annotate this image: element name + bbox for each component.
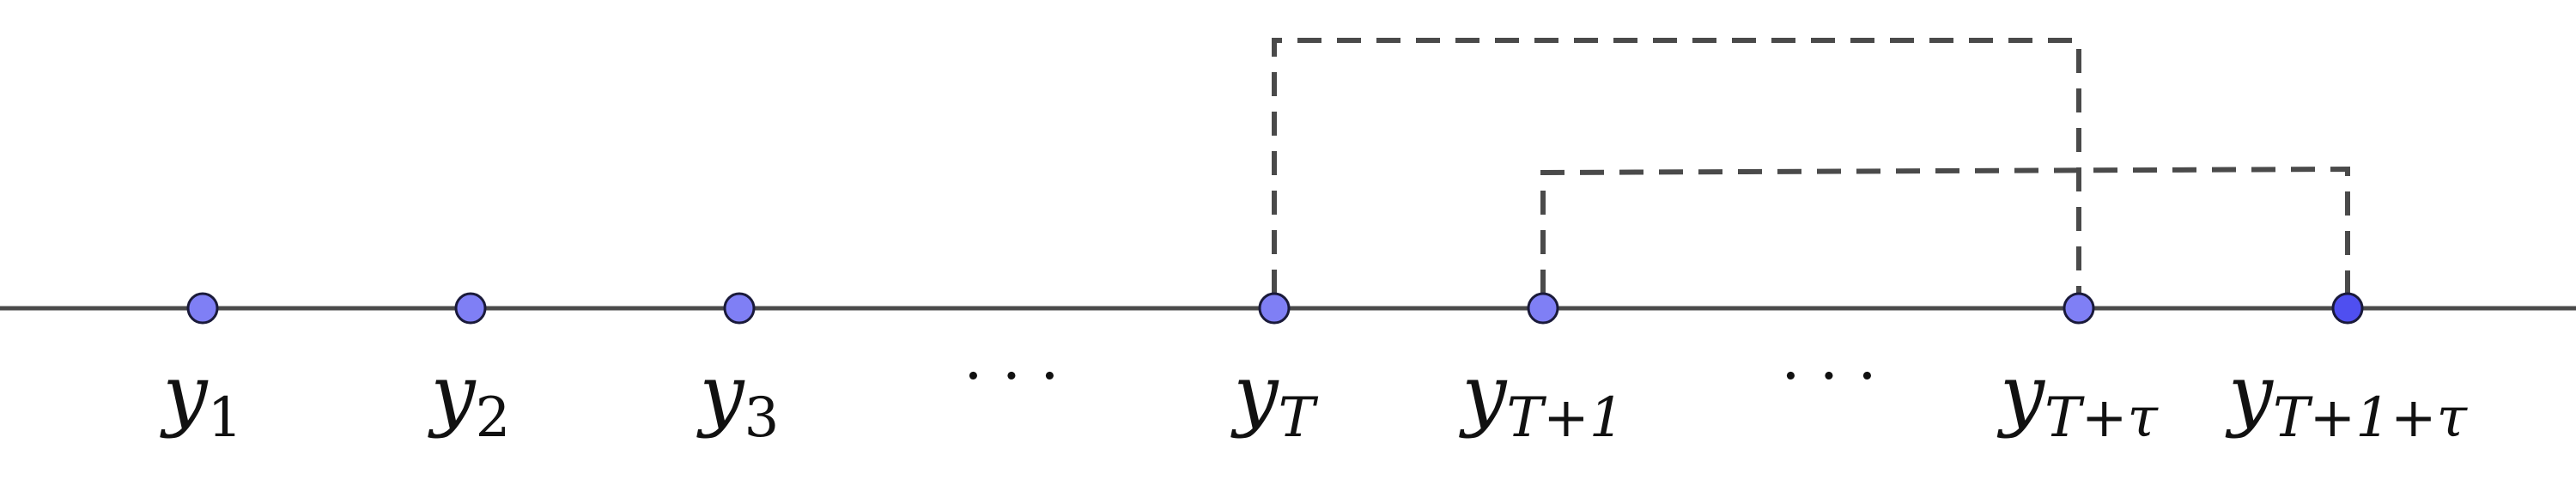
label-y1: y1 xyxy=(160,348,243,450)
label-subscript: T+1 xyxy=(1506,386,1624,450)
point-yT xyxy=(1258,292,1291,325)
dependency-brackets xyxy=(1272,38,2350,294)
dependency-bracket-yT-yTtau xyxy=(1272,38,2081,294)
label-var: y xyxy=(1230,348,1279,440)
label-var: y xyxy=(696,348,745,440)
dependency-bracket-yT1-yT1tau xyxy=(1540,166,2350,294)
sequence-points xyxy=(186,292,2364,325)
label-subscript: 1 xyxy=(208,386,243,450)
point-yT1 xyxy=(1527,292,1559,325)
label-subscript: 3 xyxy=(744,386,780,450)
label-var: y xyxy=(160,348,209,440)
label-y2: y2 xyxy=(428,348,511,450)
label-subscript: T+τ xyxy=(2044,386,2159,450)
label-yT: yT xyxy=(1230,348,1319,450)
label-yT1: yT+1 xyxy=(1458,348,1624,450)
label-var: y xyxy=(2225,348,2274,440)
point-yT1tau xyxy=(2331,292,2364,325)
label-y3: y3 xyxy=(696,348,780,450)
label-subscript: 2 xyxy=(476,386,511,450)
label-yT1tau: yT+1+τ xyxy=(2225,348,2469,450)
ellipsis-2: · · · xyxy=(1781,341,1876,411)
label-yTtau: yT+τ xyxy=(1996,348,2159,450)
point-yTtau xyxy=(2063,292,2095,325)
point-y3 xyxy=(723,292,756,325)
ellipsis-1: · · · xyxy=(963,341,1059,411)
point-y2 xyxy=(454,292,487,325)
point-y1 xyxy=(186,292,219,325)
ellipsis-group: · · · · · · xyxy=(963,341,1876,411)
label-var: y xyxy=(1458,348,1507,440)
label-var: y xyxy=(1996,348,2045,440)
label-subscript: T+1+τ xyxy=(2273,386,2469,450)
label-var: y xyxy=(428,348,477,440)
label-subscript: T xyxy=(1279,386,1319,450)
